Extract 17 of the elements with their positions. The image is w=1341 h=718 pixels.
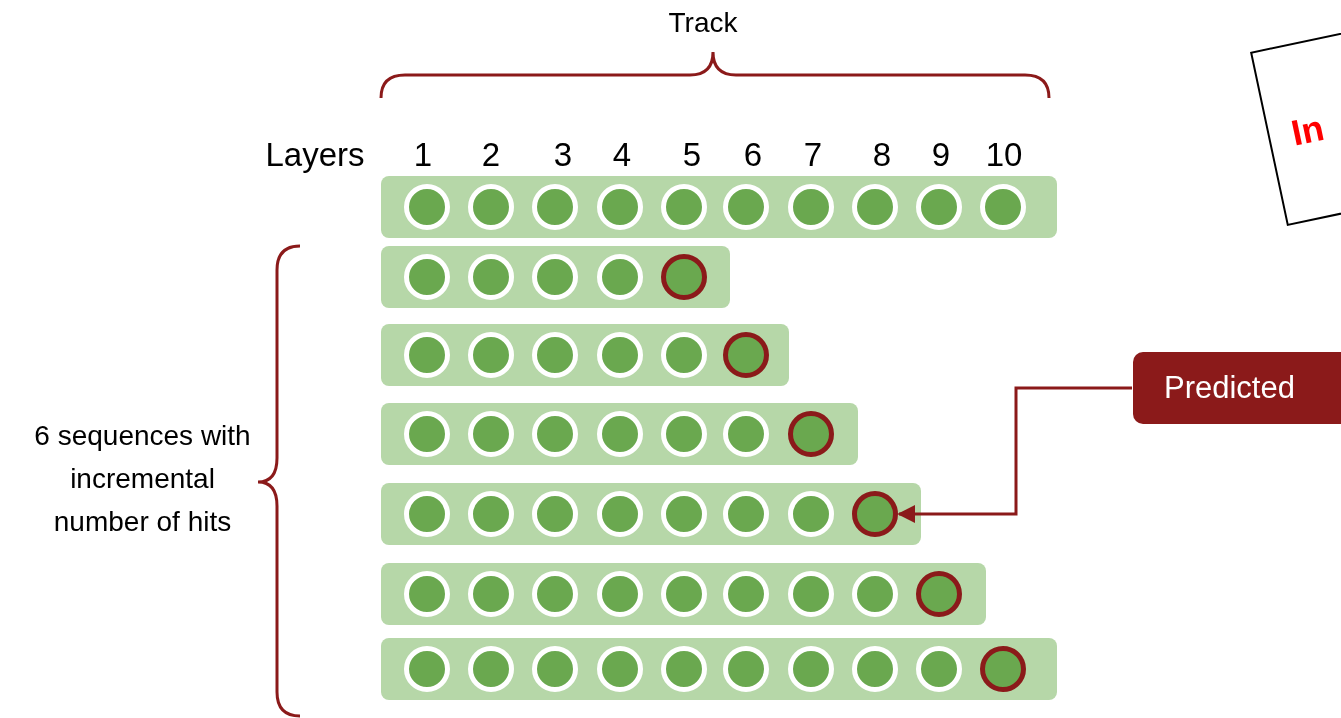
label-text: Layers xyxy=(264,135,366,175)
label-text: 7 xyxy=(802,135,824,175)
label-text: 3 xyxy=(552,135,574,175)
label-text: 4 xyxy=(611,135,633,175)
label-text: 8 xyxy=(871,135,893,175)
label-text: 10 xyxy=(984,135,1024,175)
label-text: 9 xyxy=(930,135,952,175)
label-text: Predicted xyxy=(1164,368,1295,407)
label-text: In xyxy=(1286,105,1329,156)
label-text: Track xyxy=(667,6,739,40)
label-text: 2 xyxy=(480,135,502,175)
label-text: 6 sequences with incremental number of hits xyxy=(33,419,252,539)
label-text: 1 xyxy=(412,135,434,175)
predicted-label-box xyxy=(1133,352,1341,424)
label-text: 5 xyxy=(681,135,703,175)
arrow xyxy=(897,386,1132,523)
label-text: 6 xyxy=(742,135,764,175)
